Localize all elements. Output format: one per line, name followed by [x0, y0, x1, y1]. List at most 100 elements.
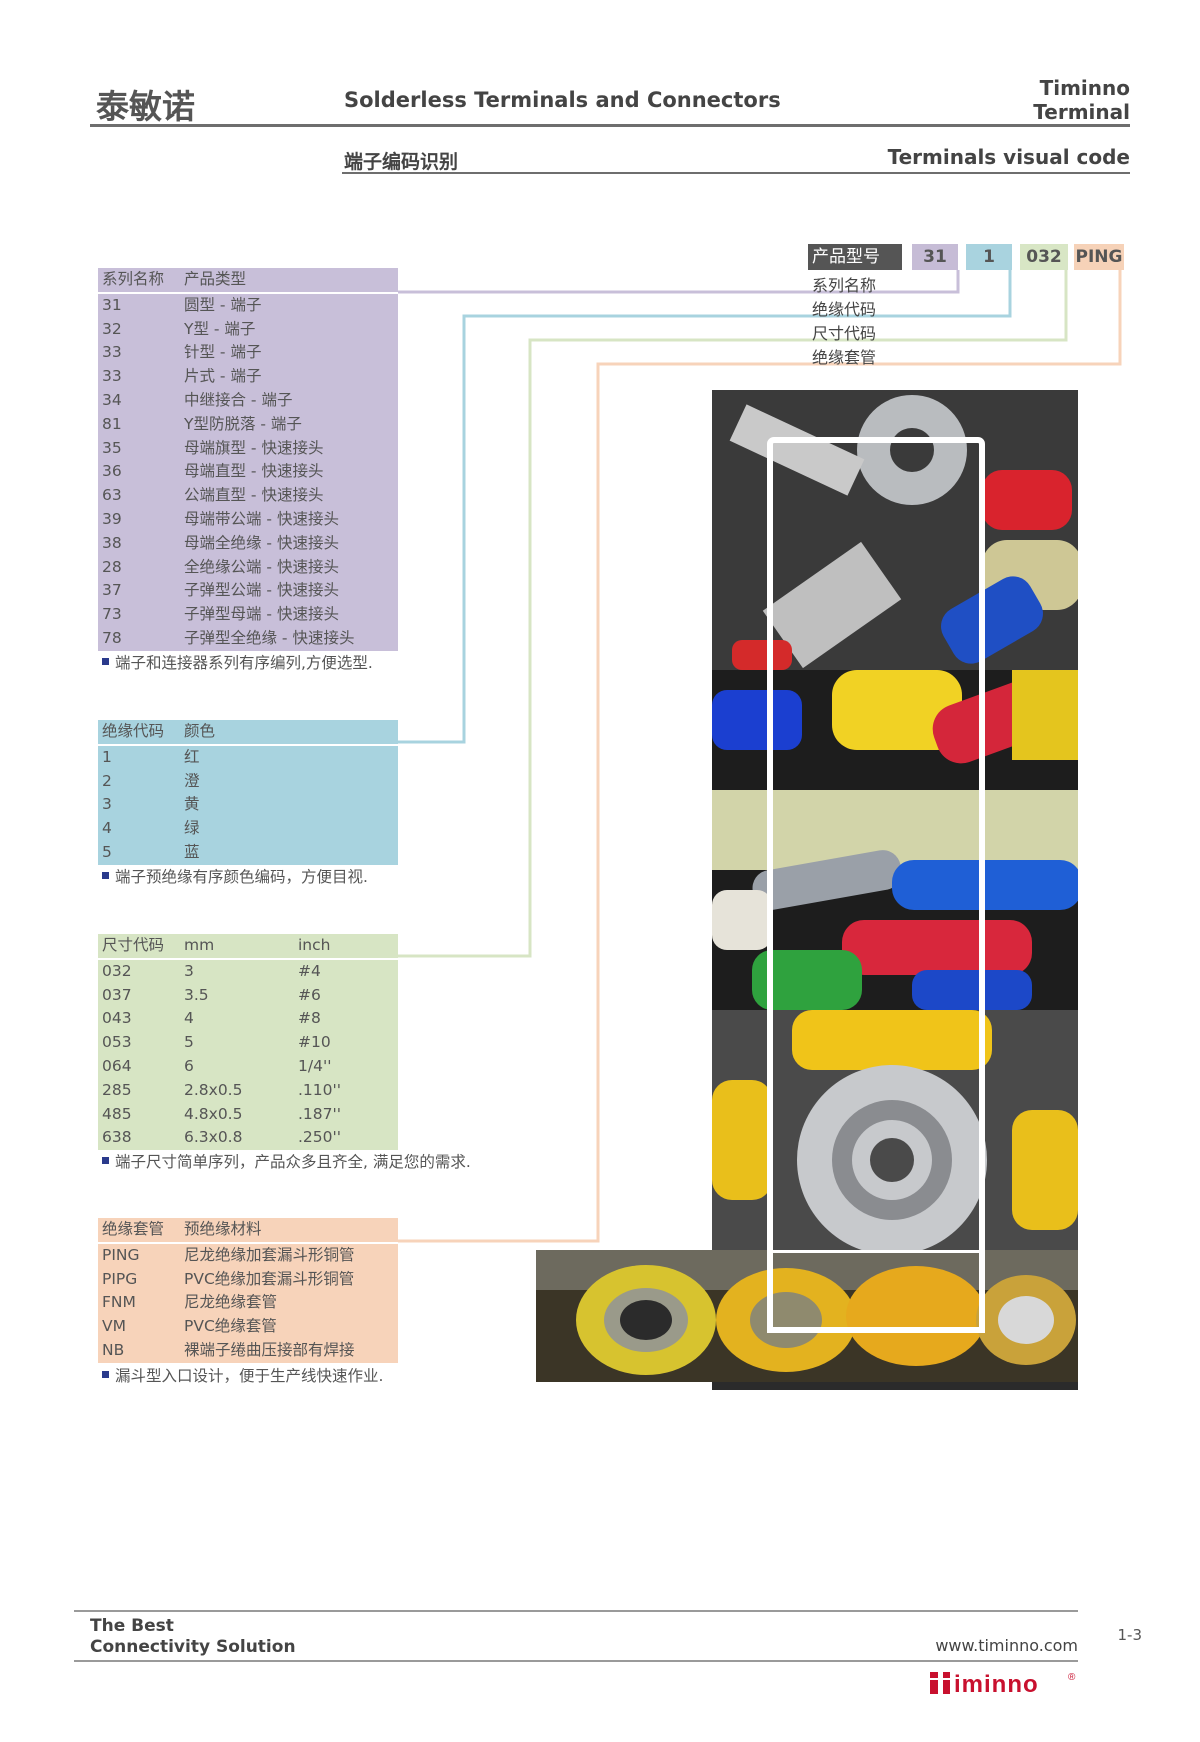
table-cell: VM: [102, 1317, 126, 1336]
table-cell: 尼龙绝缘加套漏斗形铜管: [184, 1245, 355, 1264]
company-name: Timinno Terminal: [1033, 76, 1130, 124]
header-cell: 产品类型: [184, 270, 247, 288]
code-insulation: 1: [966, 244, 1012, 270]
table-cell: 638: [102, 1128, 132, 1147]
website-link[interactable]: www.timinno.com: [935, 1636, 1078, 1655]
company-line-1: Timinno: [1039, 76, 1130, 100]
code-label-size: 尺寸代码: [812, 324, 877, 343]
table-cell: 053: [102, 1033, 132, 1052]
tagline: The Best Connectivity Solution: [90, 1616, 296, 1658]
bullet-icon: [102, 1371, 109, 1378]
table-header: 绝缘套管 预绝缘材料: [98, 1218, 398, 1244]
timinno-logo: iminno ®: [930, 1671, 1076, 1696]
table-cell: 全绝缘公端 - 快速接头: [184, 557, 339, 576]
table-cell: PVC绝缘加套漏斗形铜管: [184, 1269, 355, 1288]
code-label-insulation: 绝缘代码: [812, 300, 877, 319]
subtitle-cn: 端子编码识别: [344, 151, 459, 173]
table-cell: #6: [298, 985, 321, 1004]
table-cell: 2: [102, 771, 112, 790]
table-cell: #4: [298, 961, 321, 980]
table-cell: 31: [102, 295, 122, 314]
note-text: 漏斗型入口设计，便于生产线快速作业.: [115, 1367, 384, 1385]
table-cell: 73: [102, 605, 122, 624]
table-cell: 子弹型母端 - 快速接头: [184, 605, 339, 624]
table-row: 81 Y型防脱落 - 端子: [98, 413, 398, 437]
table-cell: 3.5: [184, 985, 209, 1004]
table-header: 系列名称 产品类型: [98, 268, 398, 294]
table-cell: PIPG: [102, 1269, 138, 1288]
table-header: 尺寸代码 mm inch: [98, 934, 398, 960]
table-row: 38 母端全绝缘 - 快速接头: [98, 532, 398, 556]
header-cell: 系列名称: [102, 270, 165, 288]
table-cell: 037: [102, 985, 132, 1004]
table-cell: 裸端子绻曲压接部有焊接: [184, 1340, 355, 1359]
table-cell: 043: [102, 1009, 132, 1028]
header-rule: [90, 124, 1130, 127]
table-cell: 母端带公端 - 快速接头: [184, 509, 339, 528]
table-cell: 针型 - 端子: [184, 343, 262, 362]
table-cell: 母端旗型 - 快速接头: [184, 438, 324, 457]
header-cell: 绝缘套管: [102, 1220, 165, 1238]
code-sleeve: PING: [1074, 244, 1124, 270]
table-cell: 4: [102, 819, 112, 838]
table-cell: 33: [102, 367, 122, 386]
series-note: 端子和连接器系列有序编列,方便选型.: [102, 651, 373, 673]
table-cell: .250'': [298, 1128, 342, 1147]
table-cell: #10: [298, 1033, 331, 1052]
code-size: 032: [1020, 244, 1068, 270]
company-line-2: Terminal: [1033, 100, 1130, 124]
table-cell: 5: [184, 1033, 194, 1052]
table-cell: 81: [102, 414, 122, 433]
table-cell: 6: [184, 1056, 194, 1075]
table-cell: 285: [102, 1080, 132, 1099]
table-cell: 63: [102, 486, 122, 505]
table-cell: 母端全绝缘 - 快速接头: [184, 533, 339, 552]
header-cell: 绝缘代码: [102, 722, 165, 740]
table-cell: 33: [102, 343, 122, 362]
code-series: 31: [912, 244, 958, 270]
bullet-icon: [102, 1157, 109, 1164]
note-text: 端子和连接器系列有序编列,方便选型.: [115, 654, 373, 672]
table-row: 638 6.3x0.8 .250'': [98, 1126, 398, 1150]
table-row: VM PVC绝缘套管: [98, 1315, 398, 1339]
table-row: PIPG PVC绝缘加套漏斗形铜管: [98, 1268, 398, 1292]
table-row: 73 子弹型母端 - 快速接头: [98, 603, 398, 627]
table-cell: 34: [102, 390, 122, 409]
table-cell: 32: [102, 319, 122, 338]
table-cell: 6.3x0.8: [184, 1128, 243, 1147]
footer-rule-bottom: [74, 1660, 1078, 1662]
code-label-series: 系列名称: [812, 276, 877, 295]
table-cell: 绿: [184, 819, 200, 838]
table-cell: 1/4'': [298, 1056, 332, 1075]
table-cell: Y型防脱落 - 端子: [184, 414, 302, 433]
product-model-label: 产品型号: [808, 244, 902, 270]
table-cell: 红: [184, 747, 200, 766]
table-cell: 片式 - 端子: [184, 367, 262, 386]
table-cell: 28: [102, 557, 122, 576]
table-cell: .110'': [298, 1080, 342, 1099]
subtitle-en: Terminals visual code: [887, 145, 1130, 169]
table-cell: 38: [102, 533, 122, 552]
table-cell: PVC绝缘套管: [184, 1317, 277, 1336]
table-cell: 4: [184, 1009, 194, 1028]
table-cell: 母端直型 - 快速接头: [184, 462, 324, 481]
table-cell: NB: [102, 1340, 125, 1359]
subtitle-rule: [342, 172, 1130, 174]
header-cell: 颜色: [184, 722, 216, 740]
table-cell: 5: [102, 842, 112, 861]
